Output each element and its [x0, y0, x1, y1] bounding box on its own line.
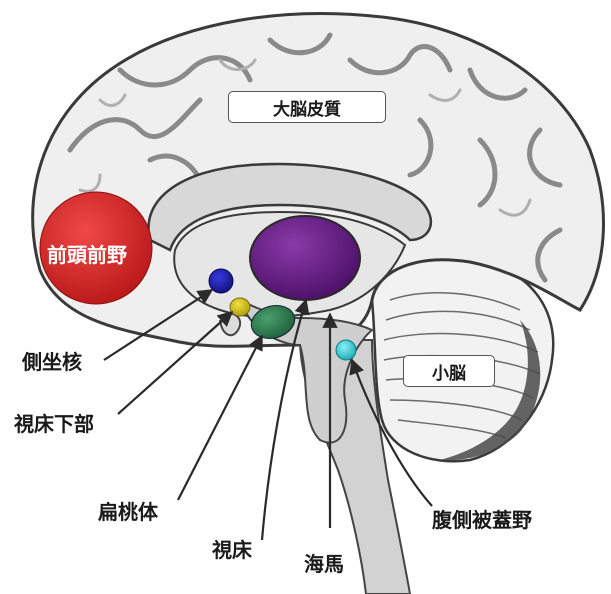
vta-label: 腹側被蓋野 — [432, 510, 532, 530]
hypothalamus-structure — [230, 298, 250, 316]
cerebellum-label-box: 小脳 — [403, 355, 495, 387]
thalamus-label: 視床 — [212, 540, 252, 560]
amygdala-arrow — [178, 336, 262, 500]
vta-structure — [336, 340, 356, 360]
accumbens-label: 側坐核 — [22, 352, 82, 372]
thalamus-structure — [250, 216, 360, 300]
cerebellum-label: 小脳 — [432, 359, 466, 384]
accumbens-structure — [209, 269, 233, 293]
amygdala-label: 扁桃体 — [98, 502, 158, 522]
cortex-label-box: 大脳皮質 — [228, 91, 386, 123]
cortex-label: 大脳皮質 — [273, 95, 341, 120]
prefrontal-label: 前頭前野 — [47, 239, 127, 268]
hippocampus-label: 海馬 — [304, 554, 344, 574]
hypothalamus-label: 視床下部 — [14, 414, 94, 434]
